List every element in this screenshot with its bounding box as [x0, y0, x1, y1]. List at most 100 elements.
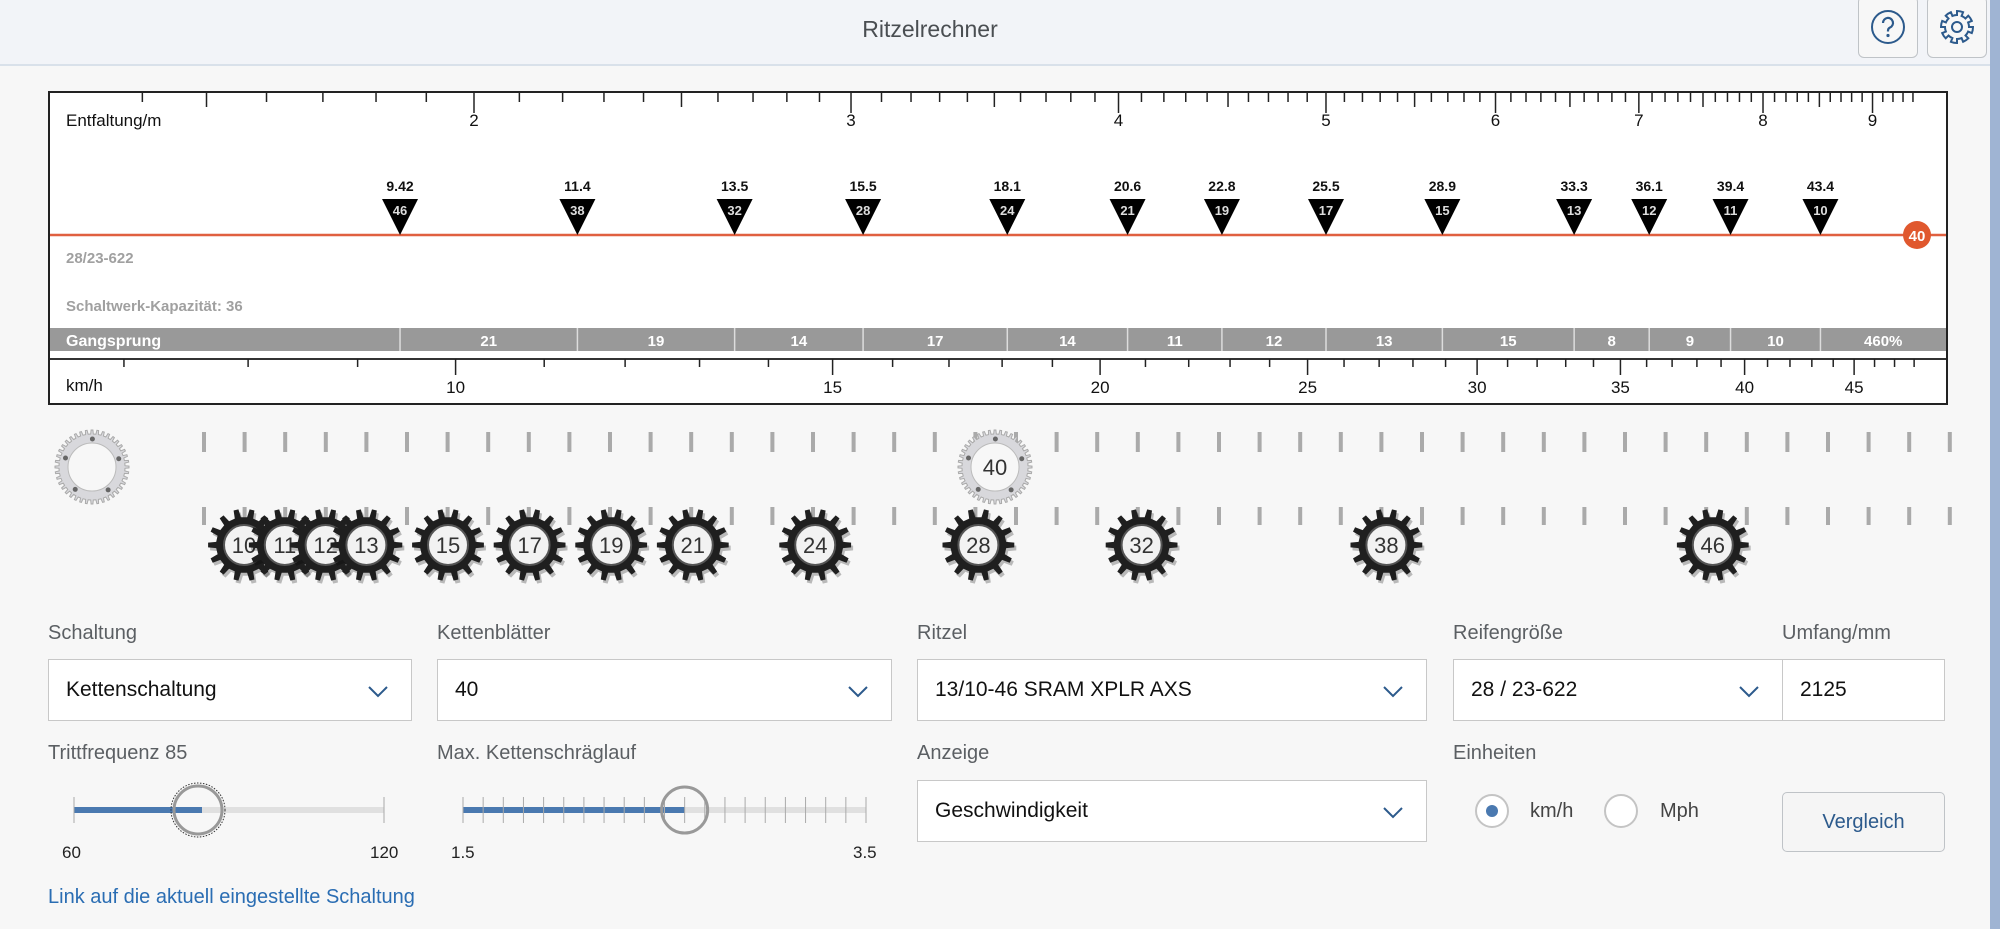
marker-cog: 32 — [727, 203, 741, 218]
marker-triangle — [1631, 199, 1668, 235]
kettenblaetter-label: Kettenblätter — [437, 622, 551, 644]
speed-tick-label: 15 — [823, 378, 842, 397]
chainring-grid-tick — [648, 432, 653, 452]
umfang-value: 2125 — [1800, 678, 1847, 701]
chainring-grid-tick — [892, 432, 897, 452]
gear-marker[interactable]: 43.410 — [1802, 178, 1839, 235]
chainring-grid-tick — [1176, 432, 1181, 452]
trittfrequenz-min: 60 — [62, 843, 81, 862]
dev-tick-label: 6 — [1491, 111, 1500, 130]
gear-marker[interactable]: 18.124 — [989, 178, 1026, 235]
radio-kmh[interactable] — [1475, 794, 1509, 828]
chainring-grid-tick — [1217, 432, 1221, 452]
reifen-select[interactable]: 28 / 23-622 — [1453, 659, 1783, 721]
cog-teeth: 21 — [681, 533, 705, 558]
chainring-grid-tick — [1095, 432, 1100, 452]
anzeige-select[interactable]: Geschwindigkeit — [917, 780, 1427, 842]
cog-grid-tick — [973, 507, 978, 525]
gear-marker[interactable]: 22.819 — [1203, 178, 1240, 235]
cog-grid-tick — [486, 507, 491, 525]
cog-grid-tick — [1257, 507, 1262, 525]
chainring-grid-tick — [486, 432, 491, 452]
radio-mph-label[interactable]: Mph — [1660, 800, 1699, 822]
cog[interactable]: 28 — [942, 509, 1017, 584]
gear-marker[interactable]: 33.313 — [1556, 178, 1593, 235]
cog-grid-tick — [283, 507, 288, 525]
chainring-grid-tick — [1826, 432, 1830, 452]
marker-triangle — [1203, 199, 1240, 235]
gear-marker[interactable]: 36.112 — [1631, 178, 1668, 235]
marker-speed: 18.1 — [994, 178, 1021, 194]
cog[interactable]: 13 — [330, 509, 405, 584]
speed-axis-label: km/h — [66, 376, 103, 395]
schaltung-select[interactable]: Kettenschaltung — [48, 659, 412, 721]
cog-teeth: 24 — [803, 533, 827, 558]
slider-thumb[interactable] — [660, 785, 710, 835]
chainring-grid-tick — [608, 432, 612, 452]
chainring-grid-tick — [1135, 432, 1140, 452]
dev-axis-label: Entfaltung/m — [66, 111, 161, 130]
radio-mph[interactable] — [1604, 794, 1638, 828]
cog-grid-tick — [608, 507, 612, 525]
marker-triangle — [845, 199, 882, 235]
chainring-grid-tick — [405, 432, 409, 452]
chainring-grid-tick — [932, 432, 937, 452]
chainring-grid-tick — [851, 432, 856, 452]
chainring-grid-tick — [526, 432, 531, 452]
gangsprung-step: 17 — [927, 333, 944, 350]
cog-grid-tick — [648, 507, 653, 525]
cog-teeth: 38 — [1374, 533, 1398, 558]
marker-cog: 12 — [1642, 203, 1656, 218]
settings-button[interactable] — [1927, 0, 1987, 58]
cog[interactable]: 17 — [493, 509, 568, 584]
cog[interactable]: 46 — [1676, 509, 1751, 584]
speed-tick-label: 30 — [1468, 378, 1487, 397]
chainring-grid-tick — [1257, 432, 1262, 452]
gear-marker[interactable]: 20.621 — [1109, 178, 1146, 235]
cog[interactable]: 21 — [656, 509, 731, 584]
umfang-input[interactable]: 2125 — [1782, 659, 1945, 721]
cog-grid-tick — [1014, 507, 1018, 525]
ritzel-select[interactable]: 13/10-46 SRAM XPLR AXS — [917, 659, 1427, 721]
vergleich-button[interactable]: Vergleich — [1782, 792, 1945, 852]
cog[interactable]: 15 — [412, 509, 486, 584]
gear-marker[interactable]: 25.517 — [1307, 178, 1344, 235]
dev-tick-label: 8 — [1758, 111, 1767, 130]
current-setup-link[interactable]: Link auf die aktuell eingestellte Schalt… — [48, 886, 415, 908]
cog-grid-tick — [1420, 507, 1424, 525]
cog[interactable]: 32 — [1105, 509, 1180, 584]
cog-grid-tick — [1785, 507, 1790, 525]
chevron-down-icon — [1383, 686, 1403, 698]
gear-marker[interactable]: 39.411 — [1712, 178, 1749, 235]
radio-kmh-label[interactable]: km/h — [1530, 800, 1574, 822]
cog-grid-tick — [364, 507, 369, 525]
marker-speed: 25.5 — [1312, 178, 1339, 194]
trittfrequenz-slider[interactable] — [60, 780, 400, 840]
gear-marker[interactable]: 15.5 28 — [845, 178, 882, 235]
umfang-label: Umfang/mm — [1782, 622, 1891, 644]
cog[interactable]: 19 — [575, 509, 650, 584]
gear-range: 460% — [1864, 333, 1902, 350]
cog[interactable]: 38 — [1350, 509, 1425, 584]
kettenblaetter-select[interactable]: 40 — [437, 659, 892, 721]
speed-tick-label: 20 — [1091, 378, 1110, 397]
cog-grid-tick — [851, 507, 856, 525]
gear-marker[interactable]: 13.532 — [716, 178, 753, 235]
schraeglauf-slider[interactable] — [450, 780, 890, 840]
ritzel-value: 13/10-46 SRAM XPLR AXS — [935, 678, 1192, 701]
marker-cog: 28 — [856, 203, 870, 218]
cog-grid-tick — [526, 507, 531, 525]
gear-marker[interactable]: 28.915 — [1424, 178, 1461, 235]
help-button[interactable] — [1858, 0, 1918, 58]
marker-speed: 39.4 — [1717, 178, 1744, 194]
marker-speed: 15.5 — [849, 178, 876, 194]
dev-tick-label: 9 — [1868, 111, 1877, 130]
gear-marker[interactable]: 11.438 — [559, 178, 596, 235]
chainring-grid-tick — [1298, 432, 1303, 452]
cog[interactable]: 24 — [779, 509, 854, 584]
chainring-grid-tick — [1785, 432, 1790, 452]
slider-thumb[interactable] — [172, 784, 224, 836]
chainring-grid-tick — [567, 432, 572, 452]
